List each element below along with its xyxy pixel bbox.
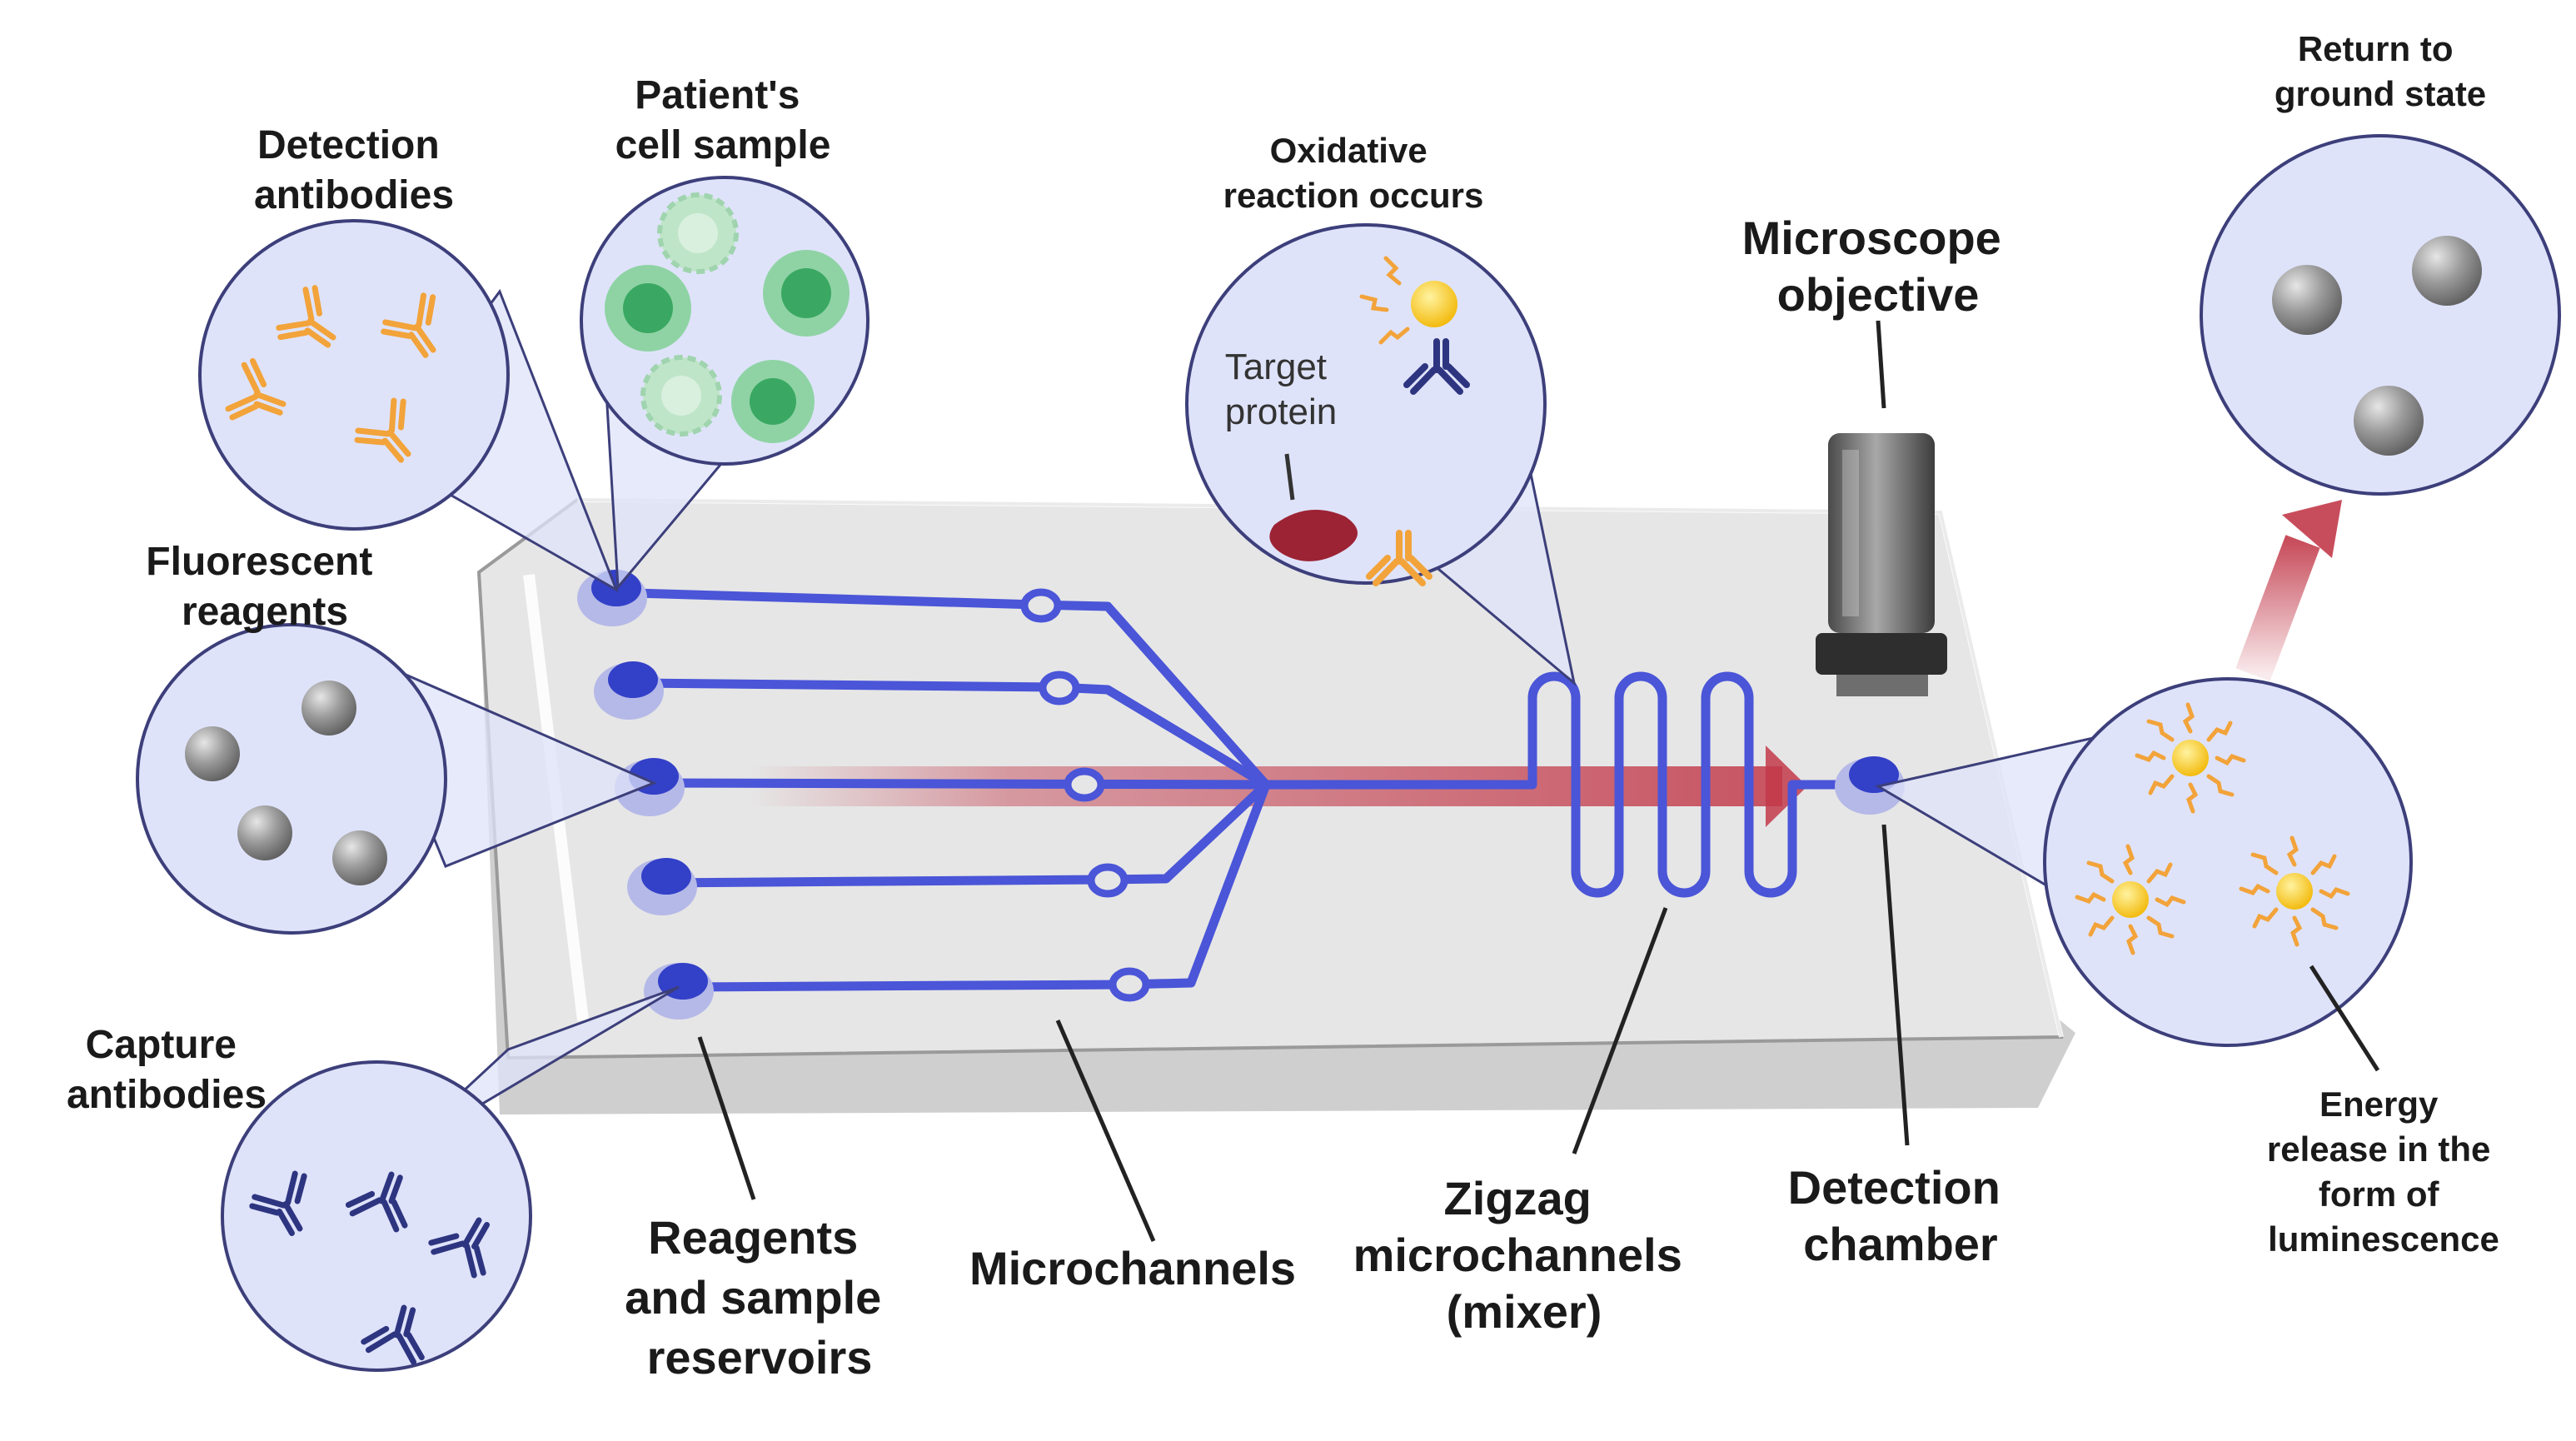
- gray-sphere-icon: [301, 681, 356, 735]
- label-fluorescent-reagents: Fluorescent reagents: [146, 540, 383, 634]
- zigzag-mixer: [1527, 671, 1852, 898]
- reservoirs: [577, 570, 1905, 1020]
- label-energy-release: Energy release in the form of luminescen…: [2267, 1084, 2500, 1259]
- reservoir-4: [627, 858, 697, 915]
- gray-sphere-icon: [2354, 386, 2424, 456]
- label-target-protein: Target protein: [1225, 347, 1338, 432]
- oxidized-substrate-icon: [1411, 281, 1457, 327]
- return-arrow: [2235, 500, 2342, 681]
- cell-icon: [657, 192, 739, 274]
- channel-4: [649, 780, 1271, 888]
- label-oxidative-reaction: Oxidative reaction occurs: [1223, 131, 1484, 215]
- bubble-capture-antibodies: [221, 1060, 532, 1372]
- label-microchannels: Microchannels: [969, 1242, 1296, 1294]
- label-capture-antibodies: Capture antibodies: [67, 1023, 267, 1117]
- cell-icon: [763, 250, 850, 337]
- microscope-objective-icon: [1816, 433, 1947, 696]
- label-zigzag-mixer: Zigzag microchannels (mixer): [1353, 1172, 1696, 1338]
- reservoir-2: [594, 661, 664, 720]
- bubble-luminescence: [2043, 677, 2413, 1047]
- channel-5: [678, 780, 1271, 992]
- gray-sphere-icon: [2272, 265, 2342, 335]
- cell-icon: [731, 360, 815, 443]
- bubble-fluorescent-reagents: [136, 623, 447, 935]
- label-microscope-objective: Microscope objective: [1742, 212, 2015, 321]
- gray-sphere-icon: [2412, 236, 2482, 306]
- bubble-ground-state: [2200, 134, 2561, 496]
- bubble-oxidative-reaction: [1185, 223, 1547, 583]
- gray-sphere-icon: [237, 805, 292, 860]
- bubble-patient-cell-sample: [580, 176, 869, 466]
- channel-2: [632, 678, 1271, 790]
- leader-lines: [697, 320, 2380, 1242]
- bubble-detection-antibodies: [198, 219, 510, 531]
- target-protein-icon: [1269, 510, 1358, 561]
- gray-sphere-icon: [332, 830, 387, 885]
- label-return-ground-state: Return to ground state: [2275, 29, 2486, 113]
- target-protein-pointer: [1284, 453, 1295, 501]
- label-detection-antibodies: Detection antibodies: [254, 123, 454, 217]
- microchannels: [628, 588, 1852, 992]
- reservoir-5: [644, 963, 714, 1020]
- cell-icon: [605, 265, 691, 352]
- gray-sphere-icon: [185, 726, 240, 781]
- cell-icon: [640, 355, 722, 436]
- label-reagents-reservoirs: Reagents and sample reservoirs: [625, 1211, 894, 1384]
- channel-1: [628, 588, 1271, 790]
- label-detection-chamber: Detection chamber: [1788, 1161, 2014, 1270]
- label-patient-cell-sample: Patient's cell sample: [615, 73, 831, 167]
- channel-loops: [1020, 588, 1150, 1002]
- channel-3: [645, 778, 1271, 790]
- labels: Detection antibodies Patient's cell samp…: [67, 29, 2500, 1384]
